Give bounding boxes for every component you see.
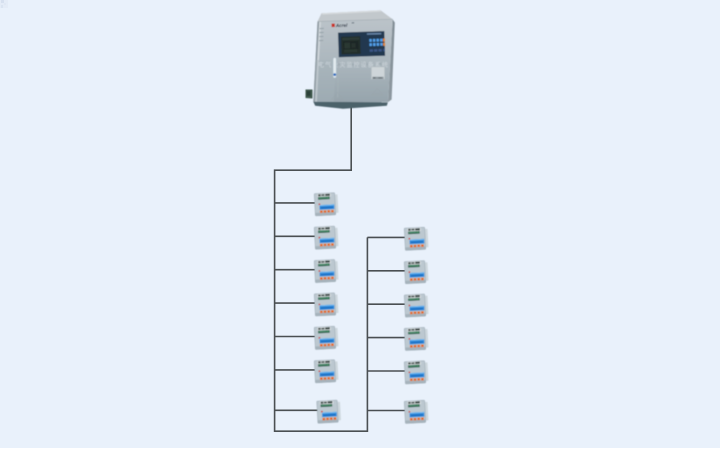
svg-text:Acrel: Acrel xyxy=(335,23,348,28)
